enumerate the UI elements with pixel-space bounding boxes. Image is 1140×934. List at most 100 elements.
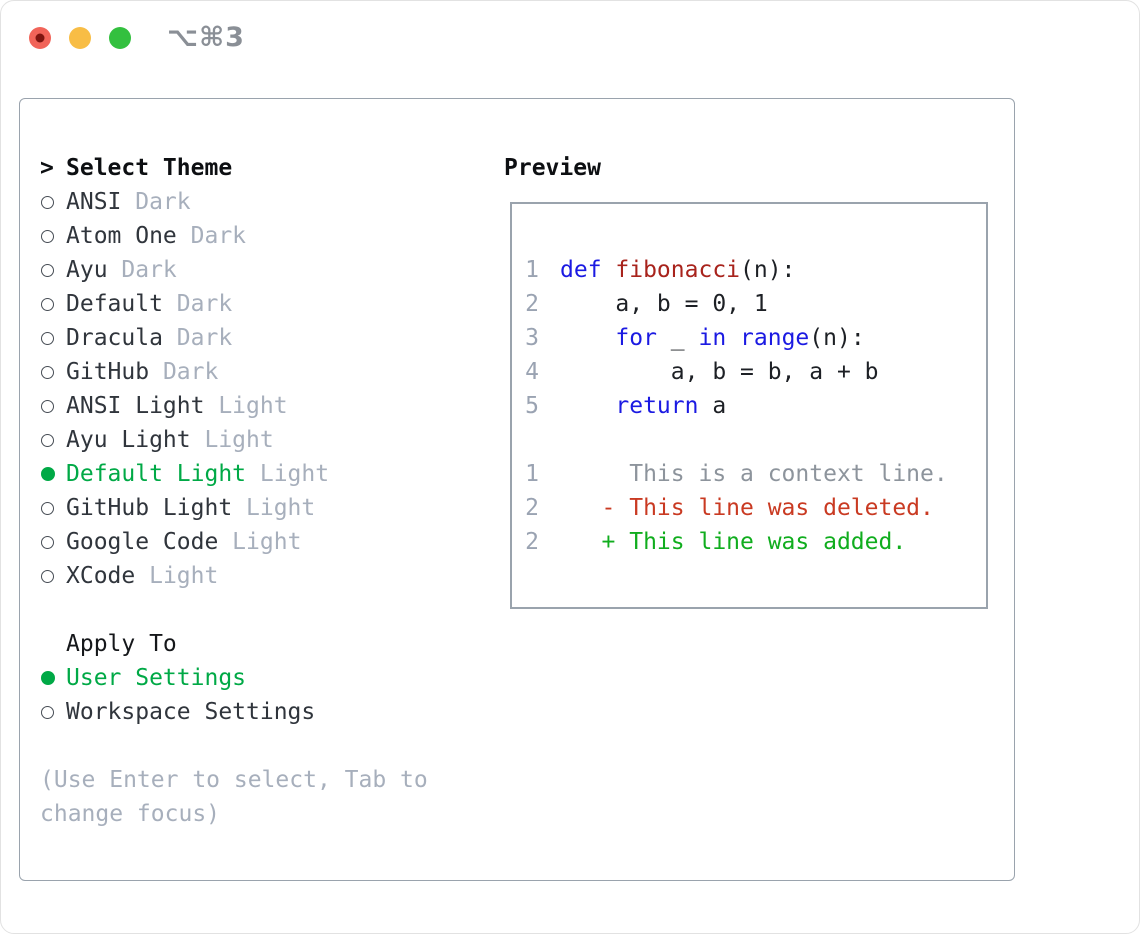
theme-variant-label: Dark	[176, 223, 247, 249]
token-keyword: for	[615, 325, 657, 351]
radio-slot	[40, 535, 66, 549]
theme-option-dracula[interactable]: Dracula Dark	[40, 321, 500, 355]
code-line: 3 for _ in range(n):	[525, 321, 986, 355]
line-number: 1	[525, 257, 539, 283]
theme-variant-label: Dark	[162, 325, 233, 351]
line-number: 2	[525, 291, 539, 317]
line-number: 2	[525, 495, 539, 521]
radio-icon	[41, 569, 54, 583]
theme-variant-label: Light	[135, 563, 219, 589]
radio-slot	[40, 671, 66, 685]
keyboard-hint: (Use Enter to select, Tab to change focu…	[40, 767, 428, 827]
code-text: def fibonacci(n):	[560, 253, 795, 287]
radio-slot	[40, 705, 66, 719]
theme-name-label: XCode	[66, 563, 136, 589]
token-plain: a, b = 0, 1	[560, 291, 768, 317]
token-keyword: return	[615, 393, 699, 419]
theme-option-ansi[interactable]: ANSI Dark	[40, 185, 500, 219]
minimize-button[interactable]	[69, 27, 91, 49]
theme-name-label: ANSI	[66, 189, 122, 215]
spacer	[40, 729, 500, 763]
token-keyword: range	[740, 325, 810, 351]
radio-icon	[41, 195, 54, 209]
radio-slot	[40, 229, 66, 243]
apply-to-heading: Apply To	[40, 627, 500, 661]
token-plain	[560, 393, 615, 419]
theme-option-default[interactable]: Default Dark	[40, 287, 500, 321]
theme-variant-label: Light	[246, 461, 330, 487]
diff-text: - This line was deleted.	[560, 495, 934, 521]
theme-variant-label: Dark	[121, 189, 191, 215]
radio-selected-icon	[41, 671, 55, 685]
theme-option-github[interactable]: GitHub Dark	[40, 355, 500, 389]
close-button[interactable]	[29, 27, 51, 49]
theme-option-google-code[interactable]: Google Code Light	[40, 525, 500, 559]
code-text: return a	[560, 389, 726, 423]
prompt-icon: >	[40, 155, 54, 181]
theme-variant-label: Light	[218, 529, 302, 555]
radio-icon	[41, 433, 54, 447]
theme-option-ayu-light[interactable]: Ayu Light Light	[40, 423, 500, 457]
diff-text: This is a context line.	[560, 461, 948, 487]
diff-line-added: 2 + This line was added.	[525, 525, 986, 559]
radio-slot	[40, 365, 66, 379]
theme-option-ansi-light[interactable]: ANSI Light Light	[40, 389, 500, 423]
radio-slot	[40, 195, 66, 209]
token-plain: (n):	[809, 325, 865, 351]
token-function: fibonacci	[615, 257, 741, 283]
theme-option-default-light[interactable]: Default Light Light	[40, 457, 500, 491]
traffic-lights	[29, 27, 131, 49]
radio-slot	[40, 297, 66, 311]
apply-option-user-settings[interactable]: User Settings	[40, 661, 500, 695]
token-plain: (n):	[740, 257, 796, 283]
code-text: a, b = 0, 1	[560, 287, 768, 321]
radio-icon	[41, 535, 54, 549]
theme-option-ayu[interactable]: Ayu Dark	[40, 253, 500, 287]
theme-name-label: Dracula	[66, 325, 163, 351]
radio-slot	[40, 501, 66, 515]
line-number: 1	[525, 461, 539, 487]
theme-name-label: ANSI Light	[66, 393, 205, 419]
apply-to-title: Apply To	[66, 631, 177, 657]
token-plain: a	[698, 393, 727, 419]
radio-icon	[41, 705, 54, 719]
select-theme-title: Select Theme	[66, 155, 233, 181]
theme-name-label: GitHub Light	[66, 495, 233, 521]
theme-option-github-light[interactable]: GitHub Light Light	[40, 491, 500, 525]
theme-option-xcode[interactable]: XCode Light	[40, 559, 500, 593]
theme-variant-label: Dark	[162, 291, 233, 317]
radio-icon	[41, 399, 54, 413]
code-text: a, b = b, a + b	[560, 355, 879, 389]
theme-variant-label: Dark	[149, 359, 219, 385]
theme-name-label: Ayu Light	[66, 427, 191, 453]
code-line: 4 a, b = b, a + b	[525, 355, 986, 389]
blank-line	[525, 423, 986, 457]
code-line: 5 return a	[525, 389, 986, 423]
apply-option-workspace-settings[interactable]: Workspace Settings	[40, 695, 500, 729]
radio-icon	[41, 331, 54, 345]
theme-option-atom-one[interactable]: Atom One Dark	[40, 219, 500, 253]
diff-text: + This line was added.	[560, 529, 907, 555]
line-number: 5	[525, 393, 539, 419]
prompt-slot: >	[40, 151, 66, 185]
preview-title: Preview	[504, 155, 601, 181]
radio-slot	[40, 467, 66, 481]
theme-variant-label: Light	[232, 495, 316, 521]
radio-slot	[40, 399, 66, 413]
token-plain	[560, 325, 615, 351]
theme-variant-label: Light	[204, 393, 288, 419]
radio-slot	[40, 569, 66, 583]
code-line: 2 a, b = 0, 1	[525, 287, 986, 321]
zoom-button[interactable]	[109, 27, 131, 49]
diff-line-deleted: 2 - This line was deleted.	[525, 491, 986, 525]
theme-name-label: Atom One	[66, 223, 177, 249]
code-line: 1 def fibonacci(n):	[525, 253, 986, 287]
diff-sample: 1 This is a context line. 2 - This line w…	[525, 457, 986, 559]
radio-selected-icon	[41, 467, 55, 481]
token-plain	[726, 325, 740, 351]
unsaved-indicator-dot	[35, 33, 45, 43]
